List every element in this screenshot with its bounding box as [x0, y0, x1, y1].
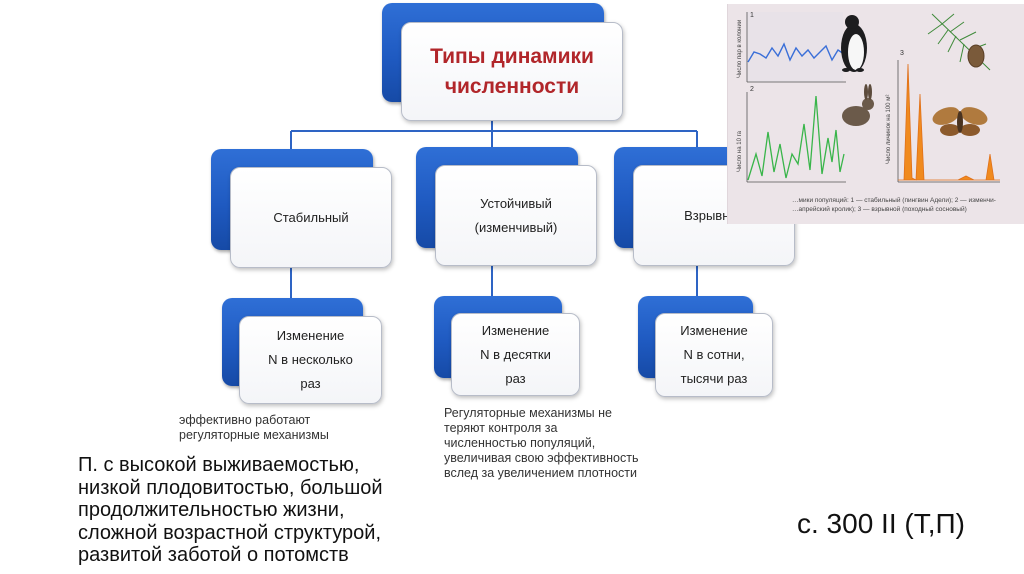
type-label-variable: Устойчивый (изменчивый): [474, 195, 558, 235]
type-box-variable: Устойчивый (изменчивый): [435, 165, 597, 266]
population-graphs: [746, 12, 1000, 183]
figure-y-axis-bottom: Число на 10 га: [737, 131, 743, 172]
change-box-explosive: Изменение N в сотни, тысячи раз: [655, 313, 773, 397]
penguin-image: [841, 15, 867, 72]
variable-series-line: [747, 95, 845, 181]
page-reference: с. 300 II (Т,П): [797, 508, 965, 539]
diagram-title: Типы динамики численности: [430, 44, 594, 98]
stable-series-line: [747, 42, 845, 63]
change-label-stable: Изменение N в несколько раз: [268, 328, 353, 391]
moth-image: [932, 107, 988, 136]
stable-note: эффективно работают регуляторные механиз…: [179, 413, 329, 442]
figure-panel-number-3: 3: [900, 50, 904, 57]
title-box: Типы динамики численности: [401, 22, 623, 121]
variable-note: Регуляторные механизмы не теряют контрол…: [444, 406, 639, 480]
figure-panel-number-2: 2: [750, 86, 754, 93]
population-dynamics-figure: 1 2 3 Число пар в колонии Число на 10 га…: [727, 4, 1024, 224]
figure-y-axis-top: Число пар в колонии: [737, 19, 743, 78]
change-label-variable: Изменение N в десятки раз: [480, 322, 551, 386]
figure-y-axis-right: Число личинок на 100 м²: [886, 94, 892, 164]
rabbit-image: [842, 84, 874, 126]
type-box-explosive: Взрывной: [633, 165, 795, 266]
change-box-stable: Изменение N в несколько раз: [239, 316, 382, 404]
figure-panel-number-1: 1: [750, 12, 754, 19]
explosive-series-area: [898, 63, 1000, 181]
pine-branch-image: [927, 13, 991, 71]
change-label-explosive: Изменение N в сотни, тысячи раз: [680, 323, 748, 386]
stable-big-note: П. с высокой выживаемостью, низкой плодо…: [78, 454, 383, 566]
change-box-variable: Изменение N в десятки раз: [451, 313, 580, 396]
type-label-stable: Стабильный: [273, 209, 349, 225]
figure-caption: …мики популяций: 1 — стабильный (пингвин…: [792, 197, 996, 213]
type-box-stable: Стабильный: [230, 167, 392, 268]
